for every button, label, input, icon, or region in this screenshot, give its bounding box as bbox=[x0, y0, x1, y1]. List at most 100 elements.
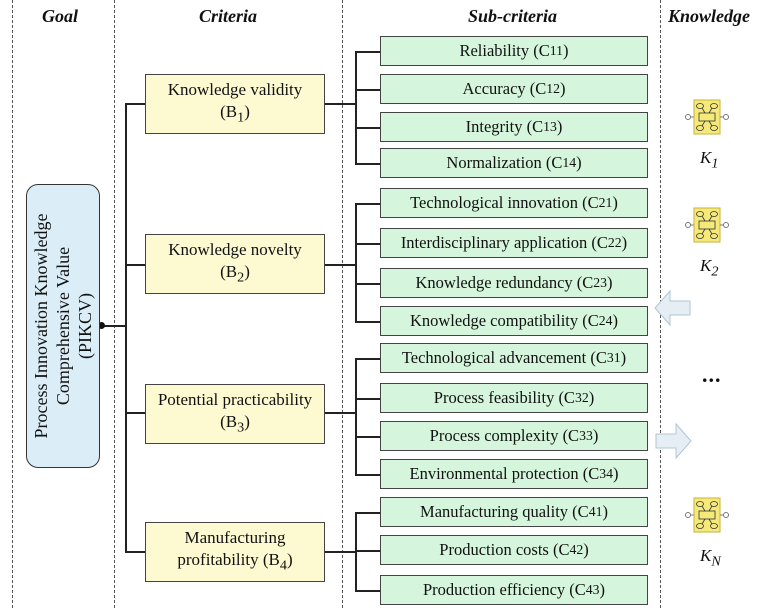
goal-junction-dot bbox=[98, 322, 105, 329]
criteria-code-subscript: 3 bbox=[237, 419, 245, 436]
subcriteria-name: Reliability (C bbox=[459, 41, 550, 60]
branch-b2 bbox=[125, 264, 145, 266]
subcriteria-name: Integrity (C bbox=[465, 117, 544, 136]
branch-b1 bbox=[125, 103, 145, 105]
subcriteria-subscript: 11 bbox=[549, 43, 564, 58]
subcriteria-name: Production costs (C bbox=[439, 540, 570, 559]
knowledge-subscript: 1 bbox=[711, 155, 719, 172]
knowledge-subscript: N bbox=[711, 553, 721, 570]
subcriteria-close: ) bbox=[563, 41, 569, 60]
b2-connector bbox=[325, 264, 355, 266]
criteria-box-b4: Manufacturing profitability (B4) bbox=[145, 522, 325, 582]
knowledge-letter: K bbox=[700, 256, 712, 275]
b1-connector bbox=[325, 103, 355, 105]
c24-branch bbox=[355, 321, 380, 323]
subcriteria-close: ) bbox=[560, 79, 566, 98]
knowledge-node-icon bbox=[685, 207, 729, 243]
criteria-box-b2: Knowledge novelty (B2) bbox=[145, 234, 325, 294]
header-goal: Goal bbox=[42, 6, 78, 26]
criteria-code-close: ) bbox=[244, 262, 250, 282]
left-arrow-icon bbox=[654, 289, 691, 327]
goal-box: Process Innovation Knowledge Comprehensi… bbox=[26, 184, 100, 468]
c11-branch bbox=[355, 51, 380, 53]
subcriteria-close: ) bbox=[602, 502, 608, 521]
c42-branch bbox=[355, 550, 380, 552]
criteria-code: (B bbox=[220, 262, 238, 282]
goal-line-3: (PIKCV) bbox=[75, 293, 95, 359]
c31-branch bbox=[355, 358, 380, 360]
subcriteria-subscript: 33 bbox=[579, 428, 593, 443]
branch-b4 bbox=[125, 551, 145, 553]
subcriteria-subscript: 32 bbox=[574, 390, 589, 405]
subcriteria-subscript: 12 bbox=[546, 81, 561, 96]
b2-trunk bbox=[355, 203, 357, 321]
criteria-box-b3: Potential practicability (B3) bbox=[145, 384, 325, 444]
header-subcriteria: Sub-criteria bbox=[468, 6, 558, 26]
b3-connector bbox=[325, 412, 355, 414]
knowledge-label-k1: K1 bbox=[700, 148, 718, 172]
right-arrow-icon bbox=[655, 422, 692, 460]
subcriteria-close: ) bbox=[612, 311, 619, 330]
criteria-name: Manufacturing bbox=[184, 528, 286, 548]
subcriteria-close: ) bbox=[620, 348, 627, 367]
subcriteria-name: Production efficiency (C bbox=[422, 580, 586, 599]
criteria-code-subscript: 4 bbox=[279, 557, 287, 574]
c13-branch bbox=[355, 127, 380, 129]
subcriteria-close: ) bbox=[599, 580, 606, 599]
branch-b3 bbox=[125, 412, 145, 414]
subcriteria-subscript: 23 bbox=[593, 275, 608, 290]
criteria-name: Knowledge novelty bbox=[168, 240, 302, 260]
criteria-name-line-2: profitability (B bbox=[177, 550, 280, 570]
subcriteria-close: ) bbox=[612, 193, 618, 212]
subcriteria-name: Technological innovation (C bbox=[410, 193, 599, 212]
subcriteria-subscript: 22 bbox=[607, 235, 622, 250]
knowledge-label-kn: KN bbox=[700, 546, 721, 570]
subcriteria-name: Knowledge compatibility (C bbox=[409, 311, 599, 330]
subcriteria-subscript: 43 bbox=[585, 582, 600, 597]
goal-label: Process Innovation Knowledge Comprehensi… bbox=[30, 181, 96, 471]
criteria-code-subscript: 2 bbox=[237, 269, 245, 286]
goal-line-2: Comprehensive Value bbox=[53, 246, 73, 406]
criteria-name: Potential practicability bbox=[157, 390, 313, 410]
knowledge-ellipsis: ... bbox=[702, 362, 722, 387]
subcriteria-name: Manufacturing quality (C bbox=[420, 502, 589, 521]
subcriteria-subscript: 13 bbox=[543, 119, 557, 134]
criteria-code-subscript: 1 bbox=[237, 109, 245, 126]
c21-branch bbox=[355, 203, 380, 205]
subcriteria-close: ) bbox=[607, 273, 613, 292]
knowledge-node-icon bbox=[685, 99, 729, 135]
subcriteria-close: ) bbox=[612, 464, 619, 483]
subcriteria-subscript: 24 bbox=[598, 313, 613, 328]
subcriteria-close: ) bbox=[556, 117, 563, 136]
subcriteria-subscript: 42 bbox=[569, 542, 584, 557]
b1-trunk bbox=[355, 51, 357, 163]
subcriteria-close: ) bbox=[592, 426, 599, 445]
criteria-code: (B bbox=[220, 102, 238, 122]
knowledge-node-icon bbox=[685, 497, 729, 533]
c22-branch bbox=[355, 243, 380, 245]
subcriteria-subscript: 31 bbox=[606, 350, 621, 365]
criteria-trunk bbox=[125, 103, 127, 551]
b4-connector bbox=[325, 551, 355, 553]
c23-branch bbox=[355, 283, 380, 285]
c14-branch bbox=[355, 163, 380, 165]
subcriteria-subscript: 41 bbox=[588, 504, 603, 519]
criteria-name: Knowledge validity bbox=[167, 80, 303, 100]
subcriteria-name: Normalization (C bbox=[446, 153, 563, 172]
c32-branch bbox=[355, 398, 380, 400]
subcriteria-close: ) bbox=[583, 540, 589, 559]
